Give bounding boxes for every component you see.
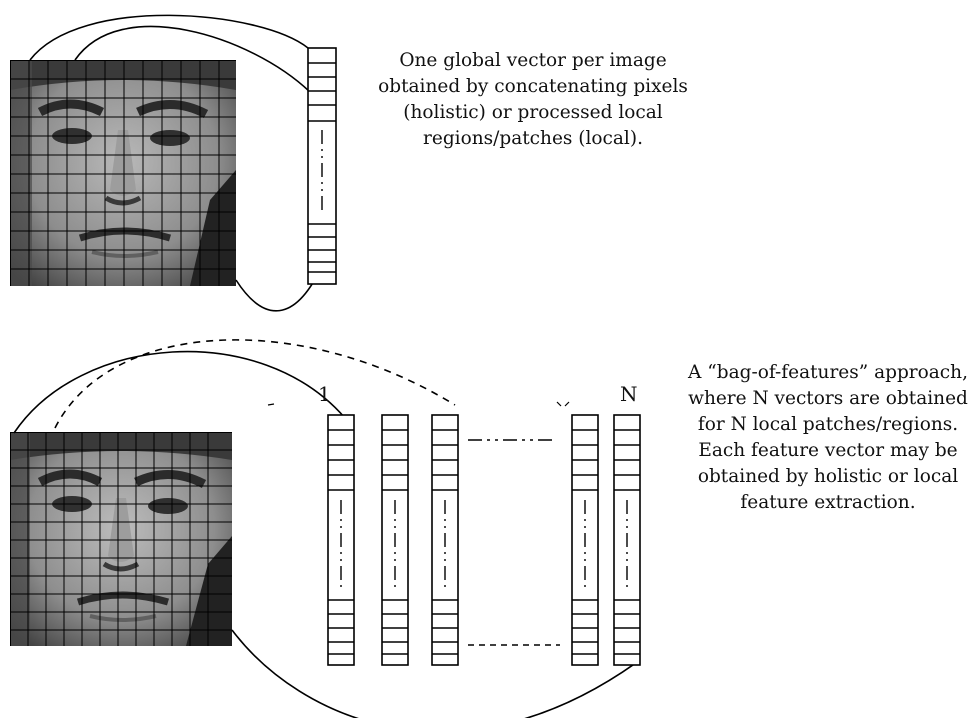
face-photo-bottom: [10, 432, 232, 646]
feature-vector-n-minus-1: [571, 414, 599, 666]
connector-bottom-bottom: [231, 629, 641, 718]
feature-vector-3: [431, 414, 459, 666]
face-photo-top: [10, 60, 236, 286]
vector-label-first: 1: [318, 382, 331, 406]
vector-label-last: N: [620, 382, 638, 406]
tick-mark-left: [267, 403, 275, 406]
caption-global-vector: One global vector per image obtained by …: [378, 50, 688, 149]
feature-vector-2: [381, 414, 409, 666]
face-image-top: [10, 60, 236, 286]
face-image-bottom: [10, 432, 232, 646]
tick-mark-right-a: [556, 401, 562, 407]
connector-top-outer: [29, 14, 309, 61]
feature-vector-1: [327, 414, 355, 666]
connector-bottom-top-solid: [13, 350, 346, 434]
tick-mark-right-b: [564, 401, 570, 407]
connector-bottom-top-dashed: [54, 339, 456, 429]
feature-vector-n: [613, 414, 641, 666]
connector-top-inner: [74, 25, 311, 93]
feature-vector-top: [307, 47, 337, 285]
caption-bag-of-features: A “bag-of-features” approach, where N ve…: [688, 362, 968, 513]
